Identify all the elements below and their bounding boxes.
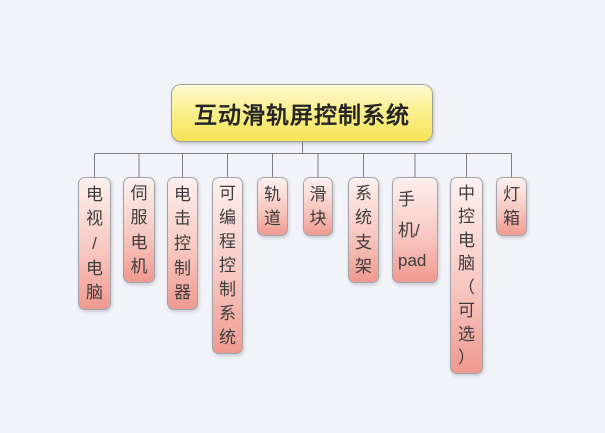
- tree-node-text: 电: [458, 230, 475, 250]
- tree-node-text: 灯: [503, 184, 520, 204]
- tree-node-text: /: [92, 233, 97, 253]
- tree-node-text: 服: [130, 208, 148, 228]
- tree-node-text: 块: [309, 209, 327, 229]
- tree-node-text: 可: [219, 184, 236, 203]
- tree-node-text: 脑: [86, 283, 103, 303]
- tree-node-text: 控: [458, 207, 475, 227]
- tree-node-text: 架: [355, 256, 372, 276]
- tree-node-text: 系: [355, 184, 372, 204]
- tree-node-text: 机/: [398, 220, 420, 240]
- tree-node-text: 伺: [130, 184, 148, 204]
- tree-node-text: 可: [458, 301, 475, 321]
- root-node[interactable]: 互动滑轨屏控制系统: [171, 84, 433, 142]
- tree-node[interactable]: 可编程控制系统: [212, 177, 243, 354]
- tree-node-text: 系: [219, 304, 236, 323]
- tree-node-text: pad: [398, 250, 427, 270]
- tree-node-text: 程: [219, 232, 236, 251]
- tree-node-text: 器: [174, 283, 191, 303]
- tree-node-text: （: [458, 277, 475, 297]
- tree-node-text: 控: [174, 233, 191, 253]
- tree-node-text: 道: [264, 209, 281, 229]
- tree-node-text: 电: [174, 184, 191, 204]
- tree-node[interactable]: 滑块: [303, 177, 333, 236]
- tree-node-text: 电: [86, 184, 103, 204]
- tree-node-text: 中: [458, 183, 475, 203]
- tree-node-text: 统: [219, 328, 236, 347]
- tree-node-text: 支: [355, 232, 372, 252]
- tree-node-text: 选: [458, 324, 475, 344]
- tree-node[interactable]: 中控电脑 （ 可选 ）: [450, 177, 483, 374]
- tree-node-text: 脑: [458, 254, 475, 274]
- tree-node[interactable]: 系统支架: [348, 177, 379, 283]
- tree-node-text: 击: [174, 209, 191, 229]
- tree-node[interactable]: 轨道: [257, 177, 288, 236]
- tree-node-text: 制: [174, 258, 191, 278]
- tree-node-text: 滑: [309, 184, 327, 204]
- tree-node[interactable]: 灯箱: [496, 177, 527, 236]
- tree-node-text: 箱: [503, 209, 520, 229]
- tree-node[interactable]: 电视/电脑: [78, 177, 111, 310]
- tree-node-text: 机: [130, 256, 148, 276]
- tree-node[interactable]: 手机/pad: [392, 177, 438, 283]
- tree-node-text: 电: [86, 258, 103, 278]
- tree-node[interactable]: 伺服电机: [123, 177, 155, 283]
- tree-node-text: 统: [355, 208, 372, 228]
- tree-node-text: ）: [458, 348, 475, 368]
- tree-node-text: 视: [86, 209, 103, 229]
- tree-node-text: 制: [219, 280, 236, 299]
- root-node-label: 互动滑轨屏控制系统: [194, 102, 410, 128]
- tree-node-text: 电: [130, 232, 148, 252]
- tree-node-text: 编: [219, 208, 236, 227]
- tree-node-text: 手: [398, 190, 415, 210]
- tree-node[interactable]: 电击控制器: [167, 177, 198, 310]
- tree-node-text: 轨: [264, 184, 281, 204]
- tree-node-text: 控: [219, 256, 236, 275]
